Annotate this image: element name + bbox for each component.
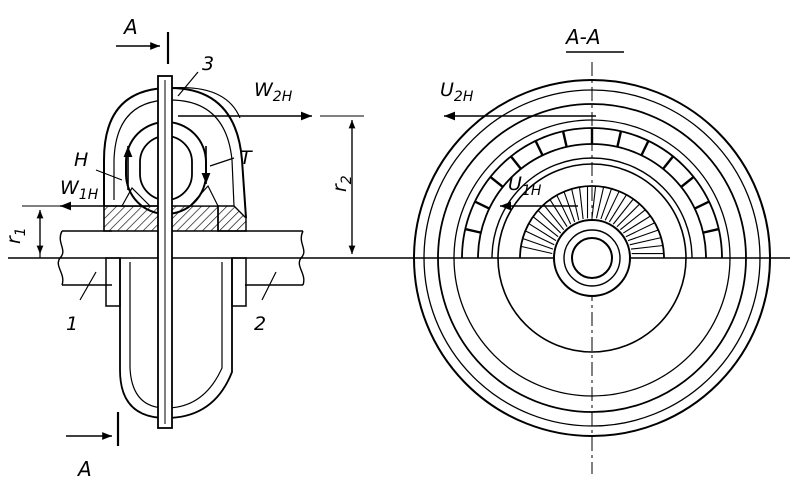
impeller-blade	[543, 204, 565, 231]
label-w1h-main: W	[60, 177, 80, 199]
label-section-view-title: A-A	[564, 25, 601, 49]
turbine-slot	[561, 130, 568, 148]
impeller-blade	[525, 230, 555, 246]
hub-flange-left	[105, 257, 121, 307]
impeller-outline	[519, 185, 665, 259]
impeller-blade	[595, 186, 605, 219]
label-h: H	[74, 149, 88, 171]
turbine-slot	[662, 155, 674, 170]
outer-casing-circle	[413, 79, 771, 437]
impeller-blade	[549, 199, 568, 228]
impeller-blade	[556, 194, 572, 225]
impeller-blade	[608, 194, 627, 223]
leader-1	[79, 271, 97, 301]
section-mark-bottom	[66, 412, 120, 446]
impeller-blade	[532, 216, 559, 238]
turbine-slot	[464, 227, 482, 234]
impeller-blade	[612, 198, 634, 225]
impeller-blade	[591, 186, 597, 219]
label-r1-sub: 1	[13, 227, 29, 236]
impeller-blade	[563, 191, 576, 223]
label-r2-sub: 2	[339, 175, 355, 184]
turbine-blade-slots	[464, 128, 720, 234]
hub-flange-right	[231, 257, 247, 307]
label-part-2: 2	[254, 313, 266, 335]
label-part-3: 3	[202, 53, 214, 75]
impeller-blade	[627, 229, 659, 242]
label-u2h-sub: 2H	[454, 89, 474, 105]
turbine-slot	[534, 140, 544, 156]
turbine-slot	[702, 227, 720, 234]
turbine-slot	[616, 130, 623, 148]
turbine-slot	[510, 155, 522, 170]
leader-t	[209, 157, 235, 167]
turbine-slot	[474, 200, 490, 210]
turbine-slot	[694, 200, 710, 210]
label-r1-main: r	[3, 235, 25, 244]
turbine-slot	[640, 140, 650, 156]
label-section-bottom: A	[76, 457, 92, 481]
label-w2h: W2H	[254, 79, 293, 105]
impeller-blade	[522, 237, 554, 250]
label-r2-main: r	[329, 183, 351, 192]
dimension-r1	[22, 205, 104, 258]
impeller-blade	[578, 187, 584, 220]
section-mark-top	[116, 32, 170, 64]
impeller-blade	[537, 209, 562, 234]
label-w2h-sub: 2H	[273, 89, 293, 105]
label-r1: r1	[3, 227, 29, 244]
front-section-view	[413, 51, 771, 474]
impeller-blade	[619, 209, 646, 231]
impeller-blades	[520, 186, 664, 255]
label-part-1: 1	[66, 313, 78, 335]
label-w2h-main: W	[254, 79, 274, 101]
leader-3	[177, 71, 199, 97]
svg-text:r2: r2	[329, 175, 355, 192]
leader-2	[261, 271, 277, 301]
impeller-blade	[629, 237, 662, 246]
impeller-blade	[622, 215, 651, 234]
leader-h	[95, 169, 123, 181]
label-u2h-main: U	[440, 79, 454, 101]
impeller-blade	[625, 222, 656, 238]
dimension-r2	[320, 115, 364, 254]
label-t: T	[240, 147, 253, 169]
shaft-bore	[571, 237, 613, 279]
impeller-blade	[571, 188, 580, 221]
impeller-blade	[604, 191, 620, 221]
label-section-top: A	[122, 15, 138, 39]
label-w1h: W1H	[60, 177, 99, 203]
label-u1h-sub: 1H	[522, 183, 542, 199]
label-u1h: U1H	[508, 173, 542, 199]
side-section-view	[8, 32, 790, 446]
impeller-blade	[600, 188, 613, 220]
turbine-slot	[680, 176, 695, 188]
impeller-blade	[616, 203, 641, 228]
impeller-blade	[520, 245, 553, 255]
svg-text:r1: r1	[3, 227, 29, 244]
impeller-blade	[630, 244, 663, 250]
turbine-slot	[489, 176, 504, 188]
label-r2: r2	[329, 175, 355, 192]
label-u1h-main: U	[508, 173, 522, 195]
label-w1h-sub: 1H	[79, 187, 99, 203]
label-u2h: U2H	[440, 79, 474, 105]
core-circle	[497, 163, 687, 353]
impeller-blade	[528, 223, 557, 242]
